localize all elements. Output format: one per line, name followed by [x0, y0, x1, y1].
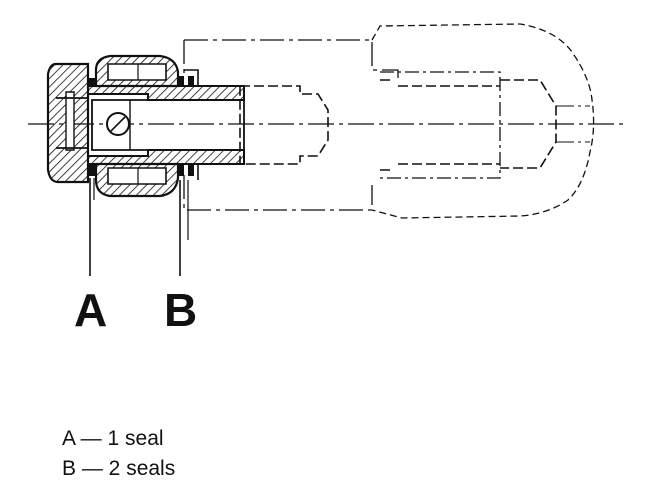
seal-a-upper [88, 78, 96, 86]
bolt-head-inner [65, 91, 75, 151]
legend-item-b: B — 2 seals [62, 457, 176, 480]
seal-b-right-lower [188, 164, 194, 176]
shaft-body [239, 85, 329, 165]
housing-phantom-outline [183, 39, 399, 211]
bolt-shank-upper-wall [87, 85, 245, 101]
housing-break-outline [371, 23, 595, 219]
banjo-lower-cavity [107, 167, 167, 185]
seal-b-right-upper [188, 76, 194, 86]
seal-b-left-upper [178, 76, 184, 86]
seal-legend: A — 1 seal B — 2 seals [62, 424, 175, 484]
banjo-upper-cavity [107, 63, 167, 81]
callout-b: B [164, 284, 197, 336]
callout-a: A [74, 284, 107, 336]
bolt-bore [91, 99, 245, 151]
seal-a-lower [88, 164, 96, 176]
bolt-shank-lower-wall [87, 149, 245, 165]
shaft-inner-section [380, 71, 501, 179]
housing-face [184, 69, 199, 180]
seal-b-left-lower [178, 164, 184, 176]
shaft-tip [380, 79, 557, 171]
legend-item-a: A — 1 seal [62, 427, 164, 450]
cross-hole-mark [110, 116, 126, 132]
